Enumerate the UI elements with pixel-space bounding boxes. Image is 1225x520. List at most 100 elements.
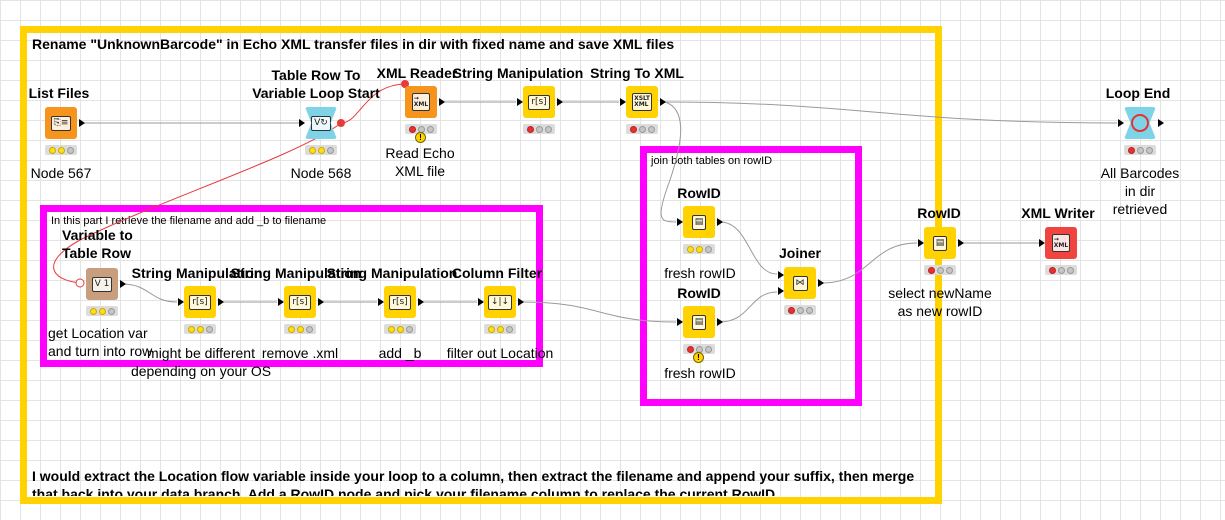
- node-title-column-filter: Column Filter: [451, 265, 543, 281]
- output-port[interactable]: [717, 218, 723, 226]
- connection-rowid1-joiner: [719, 221, 778, 275]
- node-rowid-2[interactable]: ▤ !: [677, 306, 723, 363]
- output-port[interactable]: [518, 298, 524, 306]
- string-manipulation-icon: r[s]: [284, 286, 316, 318]
- status-lights: [626, 124, 658, 134]
- warning-icon: !: [415, 132, 426, 143]
- input-port-left[interactable]: [778, 271, 784, 279]
- connection-var-sm1: [121, 283, 178, 303]
- status-lights: [523, 124, 555, 134]
- status-lights: [484, 324, 516, 334]
- node-list-files[interactable]: ⎘≡: [45, 107, 85, 155]
- node-xml-writer[interactable]: →XML: [1039, 227, 1079, 275]
- node-loop-end[interactable]: [1118, 107, 1164, 155]
- flowvar-in-port-open: [75, 278, 85, 288]
- input-port[interactable]: [299, 119, 305, 127]
- xml-writer-icon: →XML: [1045, 227, 1077, 259]
- node-label-list-files: Node 567: [30, 165, 92, 181]
- output-port[interactable]: [557, 98, 563, 106]
- node-label-string-manipulation-3: add _b: [378, 345, 422, 361]
- loop-end-icon: [1124, 107, 1156, 139]
- node-title-string-manipulation-top: String Manipulation: [452, 65, 584, 81]
- input-port[interactable]: [677, 318, 683, 326]
- node-title-xml-writer: XML Writer: [1021, 205, 1095, 221]
- output-port[interactable]: [318, 298, 324, 306]
- node-label-loop-start: Node 568: [290, 165, 352, 181]
- node-title-rowid-1: RowID: [677, 185, 721, 201]
- flowvar-loopstart-vartotable: [53, 122, 342, 284]
- node-joiner[interactable]: ⋈: [778, 267, 824, 315]
- node-title-string-manipulation-3: String Manipulation: [326, 265, 458, 281]
- node-title-joiner: Joiner: [778, 245, 822, 261]
- node-title-rowid-2: RowID: [677, 285, 721, 301]
- node-loop-start[interactable]: V↻: [299, 107, 339, 155]
- input-port[interactable]: [478, 298, 484, 306]
- status-lights: [1124, 145, 1156, 155]
- input-port[interactable]: [918, 239, 924, 247]
- input-port[interactable]: [278, 298, 284, 306]
- joiner-icon: ⋈: [784, 267, 816, 299]
- node-title-string-to-xml: String To XML: [590, 65, 684, 81]
- node-title-string-manipulation-1: String Manipulation: [131, 265, 263, 281]
- node-title-loop-start: Table Row To Variable Loop Start: [252, 67, 380, 101]
- outer-annotation-title: Rename "UnknownBarcode" in Echo XML tran…: [32, 36, 675, 52]
- node-string-manipulation-top[interactable]: r[s]: [517, 86, 563, 134]
- status-lights: [784, 305, 816, 315]
- status-lights: [305, 145, 337, 155]
- connection-stringtoxml-loopend: [664, 101, 1118, 124]
- input-port-right[interactable]: [778, 287, 784, 295]
- status-lights: [184, 324, 216, 334]
- node-title-loop-end: Loop End: [1105, 85, 1171, 101]
- status-lights: [1045, 265, 1077, 275]
- node-variable-to-table-row[interactable]: V 1: [86, 268, 126, 316]
- input-port[interactable]: [178, 298, 184, 306]
- output-port[interactable]: [439, 98, 445, 106]
- loop-start-icon: V↻: [305, 107, 337, 139]
- output-port[interactable]: [1158, 119, 1164, 127]
- connection-joiner-rowid3: [821, 242, 918, 284]
- string-manipulation-icon: r[s]: [184, 286, 216, 318]
- node-label-rowid-1: fresh rowID: [664, 265, 736, 281]
- output-port[interactable]: [717, 318, 723, 326]
- node-rowid-1[interactable]: ▤: [677, 206, 723, 254]
- right-annotation-title: join both tables on rowID: [651, 155, 773, 167]
- warning-icon: !: [693, 352, 704, 363]
- node-string-manipulation-2[interactable]: r[s]: [278, 286, 324, 334]
- string-manipulation-icon: r[s]: [523, 86, 555, 118]
- input-port[interactable]: [1039, 239, 1045, 247]
- node-column-filter[interactable]: ↓|↓: [478, 286, 524, 334]
- connection-stringtoxml-rowid1: [660, 101, 682, 223]
- flowvar-out-port: [337, 119, 345, 127]
- status-lights: [683, 244, 715, 254]
- rowid-icon: ▤: [924, 227, 956, 259]
- output-port[interactable]: [958, 239, 964, 247]
- node-label-xml-reader: Read Echo XML file: [385, 145, 455, 179]
- node-rowid-3[interactable]: ▤: [918, 227, 964, 275]
- input-port[interactable]: [517, 98, 523, 106]
- input-port[interactable]: [1118, 119, 1124, 127]
- output-port[interactable]: [660, 98, 666, 106]
- node-label-column-filter: filter out Location: [446, 345, 554, 361]
- node-title-list-files: List Files: [28, 85, 90, 101]
- left-annotation-box[interactable]: [40, 205, 543, 367]
- output-port[interactable]: [818, 279, 824, 287]
- node-string-manipulation-3[interactable]: r[s]: [378, 286, 424, 334]
- input-port[interactable]: [677, 218, 683, 226]
- input-port[interactable]: [620, 98, 626, 106]
- node-label-string-manipulation-2: remove .xml: [261, 345, 339, 361]
- input-port[interactable]: [378, 298, 384, 306]
- output-port[interactable]: [79, 119, 85, 127]
- node-title-string-manipulation-2: String Manipulation: [230, 265, 362, 281]
- status-lights: [284, 324, 316, 334]
- node-label-variable-to-table-row: get Location var and turn into row: [48, 325, 153, 359]
- output-port[interactable]: [218, 298, 224, 306]
- node-xml-reader[interactable]: →XML !: [405, 86, 445, 143]
- right-annotation-box[interactable]: [640, 146, 862, 406]
- output-port[interactable]: [120, 280, 126, 288]
- node-string-manipulation-1[interactable]: r[s]: [178, 286, 224, 334]
- connection-colfilter-rowid2: [521, 301, 677, 323]
- output-port[interactable]: [418, 298, 424, 306]
- string-manipulation-icon: r[s]: [384, 286, 416, 318]
